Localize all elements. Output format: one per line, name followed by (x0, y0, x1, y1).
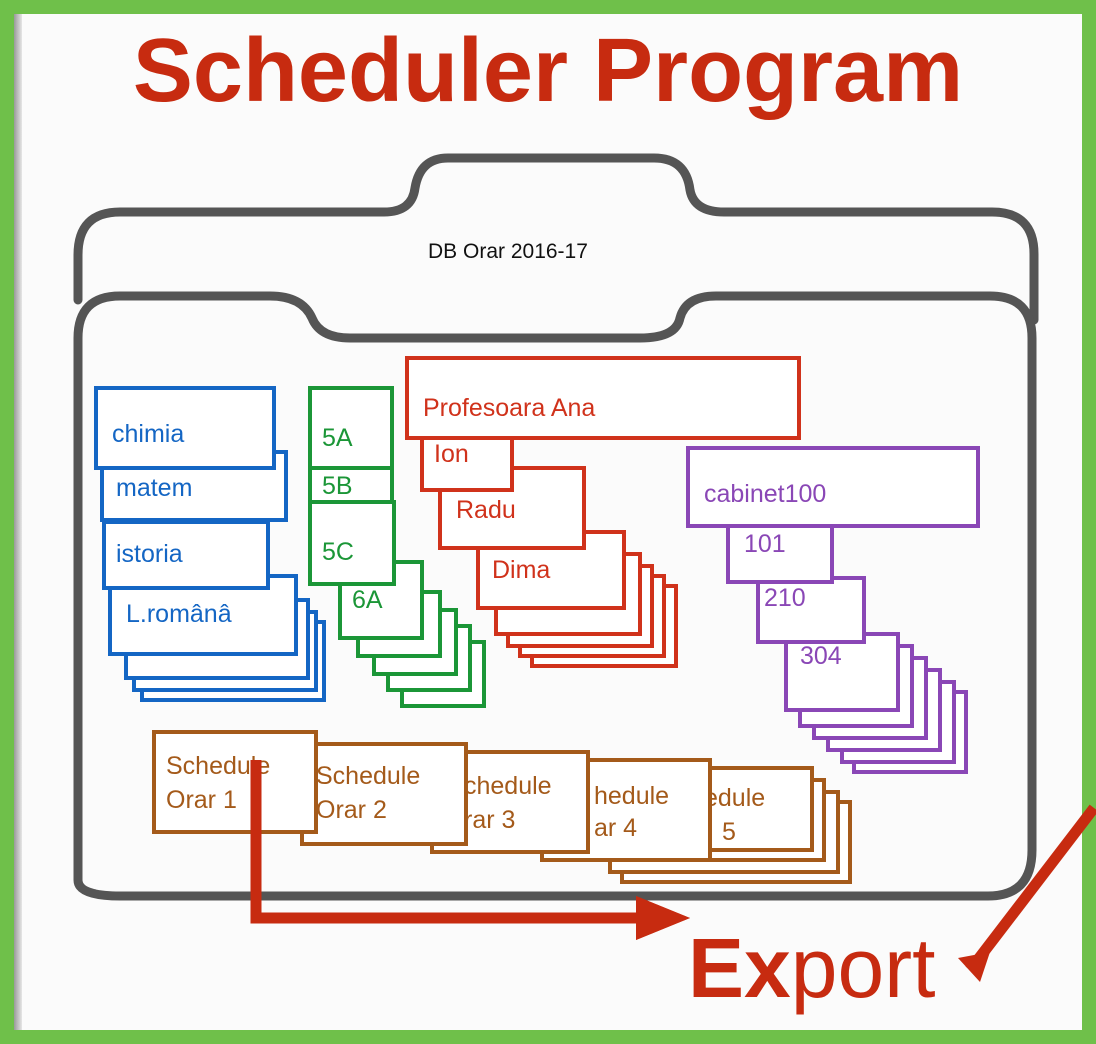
room-label: 304 (800, 642, 842, 670)
schedule-line2: ar 4 (594, 814, 638, 842)
class-card[interactable]: 5A (308, 386, 394, 470)
teacher-card[interactable]: Profesoara Ana (405, 356, 801, 440)
room-card[interactable]: 101 (726, 524, 834, 584)
schedule-line1: chedule (464, 772, 552, 800)
frame-edge (14, 14, 22, 1030)
folder-label: DB Orar 2016-17 (428, 240, 588, 263)
page-title: Scheduler Program (132, 21, 964, 121)
room-card[interactable]: cabinet100 (686, 446, 980, 528)
schedule-line2: Orar 1 (166, 786, 237, 814)
schedule-line1: hedule (594, 782, 670, 810)
export-label[interactable]: Export (688, 918, 936, 1018)
room-label: 210 (764, 584, 806, 612)
teacher-label: Radu (456, 496, 516, 524)
room-card[interactable]: 304 (784, 632, 900, 712)
schedule-line2: rar 3 (464, 806, 516, 834)
export-label-bold: Ex (688, 921, 791, 1015)
schedule-card[interactable]: Schedule Orar 1 (152, 730, 318, 834)
class-label: 6A (352, 586, 383, 614)
teacher-card[interactable]: Ion (420, 430, 514, 492)
schedule-line1: edule (704, 784, 766, 812)
subject-card[interactable]: istoria (102, 520, 270, 590)
subject-label: istoria (116, 540, 183, 568)
schedule-line2: Orar 2 (316, 796, 387, 824)
schedule-card[interactable]: Schedule Orar 2 (300, 742, 468, 846)
room-label: cabinet100 (704, 480, 827, 508)
room-label: 101 (744, 530, 786, 558)
subject-label: L.românâ (126, 600, 232, 628)
subject-label: matem (116, 474, 193, 502)
teacher-label: Profesoara Ana (423, 394, 596, 422)
subject-card[interactable]: chimia (94, 386, 276, 470)
class-card[interactable]: 5C (308, 500, 396, 586)
schedule-line1: Schedule (316, 762, 421, 790)
schedule-line2: 5 (722, 818, 736, 846)
class-label: 5A (322, 424, 353, 452)
export-label-rest: port (790, 921, 936, 1015)
subject-label: chimia (112, 420, 185, 448)
room-card[interactable]: 210 (756, 576, 866, 644)
teacher-label: Dima (492, 556, 551, 584)
teacher-label: Ion (434, 440, 469, 468)
class-label: 5C (322, 538, 354, 566)
class-label: 5B (322, 472, 353, 500)
